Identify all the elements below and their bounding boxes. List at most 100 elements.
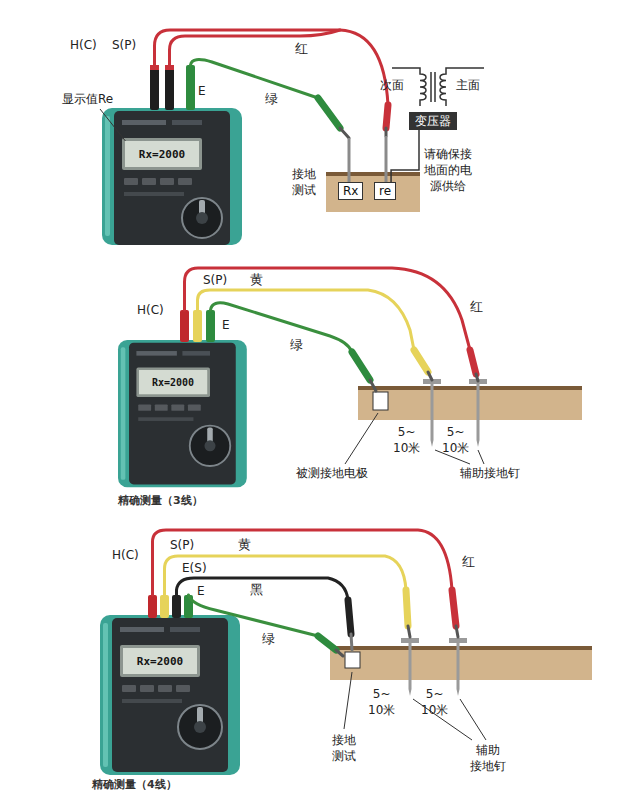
alligator-clip [370,380,376,391]
callout-label: 次面 [380,78,404,92]
callout-label: 显示值Re [62,92,113,106]
leader-line [100,109,127,143]
callout-label: H(C) [112,548,139,562]
transformer-symbol [392,68,484,106]
alligator-clip [318,98,340,128]
label-text: H(C) [70,38,97,52]
test-lead [211,303,353,352]
tester-meter [121,347,126,479]
tester-meter [204,440,215,451]
label-text: H(C) [112,548,139,562]
callout-label: 绿 [262,632,275,646]
leader-line [344,672,352,729]
tester-meter [102,108,242,245]
tester-meter [122,120,166,125]
alligator-clip [406,590,408,626]
node-text: re [379,184,391,198]
label-text: 被测接地电极 [296,466,368,480]
tester-meter [178,178,192,185]
electrode-box: Rx [338,182,363,200]
tester-meter [114,111,230,245]
alligator-clip [318,636,336,650]
alligator-clip [428,372,432,380]
callout-label: S(P) [170,538,194,552]
ground-block [330,646,592,680]
lcd-display: Rx=2000 [139,370,207,394]
ground-block [326,172,420,212]
label-text: H(C) [137,303,164,317]
callout-label: 红 [295,42,308,56]
test-plug [148,595,157,618]
label-text: 接地 测试 [292,167,316,197]
label-text: 主面 [456,78,480,92]
node-text: Rx=2000 [152,377,194,388]
tester-meter [182,198,222,238]
test-plug [150,65,195,110]
test-plug [148,595,193,618]
test-lead [198,290,415,350]
test-plug [160,595,169,618]
label-text: S(P) [112,38,136,52]
test-lead [191,60,319,98]
tester-meter [176,685,190,692]
alligator-clip [340,128,349,138]
leader-line [100,109,127,143]
alligator-clip [352,352,370,380]
tester-meter [170,627,200,632]
tester-meter [171,404,184,410]
dimension-label: 5~ 10米 [421,686,448,718]
alligator-clip [348,600,351,634]
alligator-clip [408,626,410,637]
tester-meter [138,404,151,410]
electrode-box: re [374,182,396,200]
callout-label: H(C) [137,303,164,317]
test-lead [189,595,319,636]
dimension-label: 5~ 10米 [442,424,469,456]
label-text: 绿 [265,91,278,106]
transformer-box: 变压器 [409,112,457,130]
label-text: 黄 [238,537,251,552]
dimension-label: 5~ 10米 [368,686,395,718]
ground-rod [349,136,386,182]
callout-label: E [197,584,205,598]
alligator-clip [456,626,458,637]
callout-label: 主面 [456,78,480,92]
test-plug [206,310,215,342]
tester-meter [158,685,172,692]
tester-meter [178,705,222,749]
label-text: 辅助 接地钉 [470,743,506,773]
label-text: 显示值Re [62,92,113,106]
callout-label: 黄 [238,538,251,552]
label-text: S(P) [203,273,227,287]
tester-meter [142,178,156,185]
test-lead [155,30,389,105]
ground-block [326,172,420,212]
alligator-clip [352,350,478,391]
tester-meter [136,368,210,397]
test-plug [193,310,202,342]
tester-meter [122,699,182,703]
label-text: 次面 [380,78,404,92]
label-text: E [222,318,230,332]
tester-meter [182,351,210,356]
label-text: 精确测量（3线） [118,494,203,507]
label-text: E(S) [182,561,207,575]
callout-label: 绿 [265,92,278,106]
test-plug [186,65,195,110]
test-plug [150,65,159,110]
tester-meter [122,138,202,170]
tester-meter [118,340,247,487]
ground-block [330,646,592,680]
panel-caption: 精确测量（4线） [92,778,177,792]
test-plug [172,595,181,618]
label-text: 辅助接地钉 [460,466,520,480]
label-text: 5~ 10米 [442,425,469,455]
node-text: Rx [343,184,358,198]
test-lead [155,30,389,105]
lcd-display: Rx=2000 [125,141,199,167]
tester-meter [138,417,193,421]
tester-meter [172,120,202,125]
ground-block [345,652,360,668]
ground-rod [385,136,388,182]
